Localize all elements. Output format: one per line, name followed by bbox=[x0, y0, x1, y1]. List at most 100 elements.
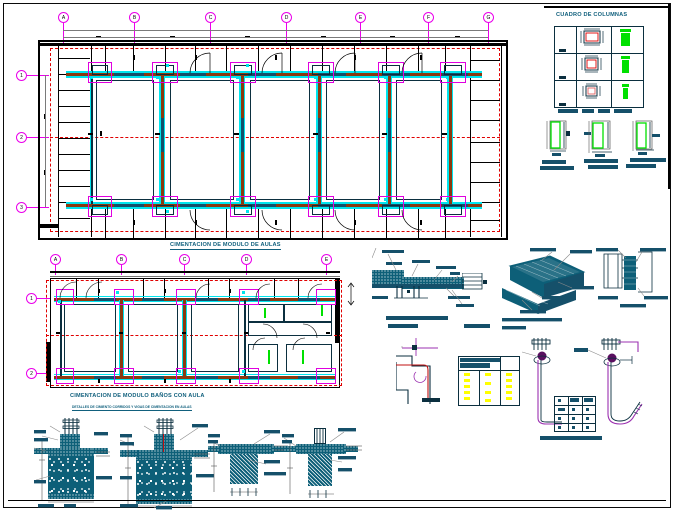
footing-bay-div bbox=[58, 106, 90, 107]
right-panel-separator bbox=[668, 4, 670, 189]
section-marker bbox=[164, 379, 166, 383]
column-schedule-panel: CUADRO DE COLUMNAS bbox=[548, 8, 668, 108]
lower-footing-D2 bbox=[239, 368, 259, 384]
beam-segment bbox=[196, 375, 218, 379]
dim-tick bbox=[170, 36, 175, 38]
column-footing-C3 bbox=[230, 196, 256, 217]
wall-tick bbox=[445, 208, 446, 238]
section-marker bbox=[326, 332, 330, 334]
dim-tick bbox=[390, 36, 395, 38]
footing-concrete-block-2 bbox=[136, 460, 192, 502]
rebar-table-col-div bbox=[500, 356, 501, 406]
rebar-cell-highlight bbox=[464, 379, 470, 382]
dim-tick bbox=[455, 36, 460, 38]
cross-beam-segment bbox=[240, 118, 244, 152]
grid-line-2-lower bbox=[37, 373, 51, 374]
room-outline bbox=[326, 80, 380, 200]
footing-concrete-block-1 bbox=[48, 457, 94, 497]
details-section-title: DETALLES DE CIMIENTO CORRIDOS Y VIGAS DE… bbox=[72, 405, 192, 411]
column-footing-A3 bbox=[88, 196, 112, 217]
detail-footing-longitudinal bbox=[372, 248, 502, 358]
dimension-line-top bbox=[63, 30, 488, 31]
column-schedule-title: CUADRO DE COLUMNAS bbox=[556, 12, 628, 18]
rebar-marker bbox=[314, 76, 317, 79]
section-marker bbox=[100, 131, 102, 136]
wall-tick bbox=[290, 208, 291, 238]
column-detail-c1 bbox=[546, 120, 570, 156]
cross-beam-segment bbox=[160, 118, 164, 152]
rebar-marker bbox=[384, 198, 387, 201]
sheet-border bbox=[3, 3, 671, 508]
beam-segment bbox=[180, 204, 206, 208]
rebar-anchor-svg bbox=[521, 338, 643, 425]
column-footing-inner bbox=[156, 205, 174, 215]
detail-caption bbox=[588, 165, 618, 169]
rebar-marker bbox=[242, 370, 245, 373]
grid-bubble-E-lower: E bbox=[321, 254, 332, 265]
tie-beam-right-arm-4 bbox=[344, 446, 358, 452]
plan-wall-top-band bbox=[40, 43, 506, 46]
beam-segment bbox=[114, 73, 144, 77]
column-elevation-c2-icon bbox=[620, 56, 630, 73]
footing-bay-div bbox=[58, 122, 90, 123]
column-detail-c3 bbox=[632, 120, 660, 155]
column-footing-A1 bbox=[88, 62, 112, 83]
detail-dimensions-4 bbox=[282, 428, 362, 498]
beam-segment bbox=[248, 73, 276, 77]
grid-line-F bbox=[428, 23, 429, 45]
grid-line-A-lower bbox=[55, 265, 56, 275]
cross-beam-right-edge bbox=[451, 76, 454, 204]
wall-tick bbox=[322, 43, 323, 73]
red-dashed-boundary bbox=[50, 48, 500, 232]
lower-footing-B1 bbox=[114, 289, 134, 305]
grid-table-cell bbox=[558, 399, 561, 402]
cross-beam-left-edge bbox=[90, 76, 92, 204]
cross-beam-right-edge bbox=[390, 76, 393, 204]
detail-rebar-table bbox=[458, 356, 520, 406]
section-marker bbox=[88, 133, 93, 135]
wall-tick bbox=[76, 279, 77, 298]
plan-outer-wall bbox=[38, 40, 508, 240]
column-details-panel bbox=[540, 105, 670, 175]
grid-table-row-div bbox=[554, 405, 596, 406]
grid-bubble-A-lower: A bbox=[50, 254, 61, 265]
lower-plan-left-solid bbox=[46, 342, 50, 382]
dimension-line-left-2 bbox=[45, 75, 46, 207]
wall-tick bbox=[226, 43, 227, 73]
pedestal-rebar-1 bbox=[62, 418, 80, 434]
rebar-marker bbox=[58, 300, 61, 303]
detail-tie-beam-section-3 bbox=[208, 430, 298, 508]
lower-foundation-plan: A B C D E 1 2 bbox=[26, 252, 356, 402]
grid-table-row-div bbox=[554, 423, 596, 424]
isometric-foundation-svg bbox=[502, 248, 594, 330]
rebar-cell-highlight bbox=[506, 373, 512, 376]
grid-line-C bbox=[210, 23, 211, 45]
beam-segment bbox=[142, 297, 164, 301]
foundation-beam-axis3-cyan-top bbox=[66, 202, 482, 204]
beam-segment bbox=[94, 375, 116, 379]
pedestal-rebar-red-2 bbox=[163, 434, 165, 452]
beam-segment bbox=[248, 204, 276, 208]
column-rebar-4 bbox=[316, 428, 324, 443]
grid-line-D bbox=[286, 23, 287, 45]
detail-caption bbox=[386, 316, 448, 320]
tie-beam-right-arm-3 bbox=[272, 446, 286, 452]
schedule-elevation-cell bbox=[610, 53, 645, 81]
cross-beam-right-edge bbox=[163, 76, 166, 204]
section-marker bbox=[313, 133, 318, 135]
section-marker bbox=[420, 220, 422, 225]
room-outline bbox=[396, 80, 442, 200]
footing-bottom-band-1 bbox=[48, 494, 94, 499]
beam-segment bbox=[142, 375, 164, 379]
grid-line-D-lower bbox=[246, 265, 247, 275]
rebar-cell-highlight bbox=[464, 385, 470, 388]
lower-footing-D1 bbox=[239, 289, 259, 305]
dim-tick bbox=[96, 36, 101, 38]
section-marker bbox=[354, 55, 356, 60]
beam-segment bbox=[318, 204, 346, 208]
lower-cross-beam-B bbox=[120, 300, 124, 376]
room-outline bbox=[250, 80, 310, 200]
wall-tick bbox=[208, 279, 209, 298]
cross-beam-left-edge bbox=[239, 76, 241, 204]
detail-label bbox=[610, 109, 614, 113]
